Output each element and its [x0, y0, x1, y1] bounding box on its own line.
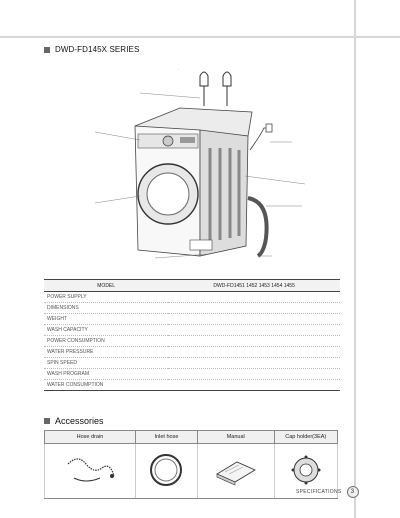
table-row: POWER CONSUMPTION — [44, 335, 340, 347]
spec-label: SPIN SPEED — [44, 357, 169, 369]
page-number: 3 — [346, 486, 359, 498]
footer-label: SPECIFICATIONS — [296, 489, 342, 495]
accessories-header-row: Hose drain Inlet hose Manual Cap holder(… — [44, 430, 338, 444]
spec-value — [168, 313, 340, 325]
machine-side — [199, 129, 249, 257]
accessory-header: Inlet hose — [134, 430, 199, 444]
accessory-cell — [44, 443, 136, 499]
program-dial-icon — [162, 135, 174, 147]
spec-label: WATER PRESSURE — [44, 346, 169, 358]
spec-label: WASH CAPACITY — [44, 324, 169, 336]
spec-label: DIMENSIONS — [44, 302, 169, 314]
series-title: DWD-FD145X SERIES — [44, 45, 139, 54]
accessory-header: Cap holder(3EA) — [273, 430, 338, 444]
power-cord — [249, 127, 270, 151]
drain-hose-icon — [247, 196, 269, 258]
bullet-square-icon — [44, 418, 50, 424]
table-row: DIMENSIONS — [44, 302, 340, 314]
page-edge-vertical-line — [354, 0, 356, 518]
spec-table-header-row: MODEL DWD-FD1451 1452 1453 1454 1455 — [44, 279, 340, 292]
series-title-text: DWD-FD145X SERIES — [55, 45, 140, 54]
spec-value — [168, 335, 340, 347]
accessory-cell — [134, 443, 199, 499]
spec-value — [168, 324, 340, 336]
table-row: WASH CAPACITY — [44, 324, 340, 336]
model-value-header: DWD-FD1451 1452 1453 1454 1455 — [168, 279, 340, 292]
model-header: MODEL — [44, 279, 169, 292]
page-corner — [356, 0, 400, 36]
callout-label: · — [178, 67, 179, 72]
door-glass — [146, 172, 190, 216]
table-row: WATER PRESSURE — [44, 346, 340, 358]
accessories-table: Hose drain Inlet hose Manual Cap holder(… — [44, 430, 338, 499]
table-row: WASH PROGRAM — [44, 368, 340, 380]
display-panel — [180, 137, 195, 143]
table-row: WATER CONSUMPTION — [44, 379, 340, 391]
table-row: POWER SUPPLY — [44, 291, 340, 303]
spec-label: WASH PROGRAM — [44, 368, 169, 380]
spec-value — [168, 291, 340, 303]
accessories-title-text: Accessories — [55, 416, 104, 426]
table-row: WEIGHT — [44, 313, 340, 325]
bullet-square-icon — [44, 46, 50, 53]
spec-value — [168, 346, 340, 358]
accessory-header: Manual — [197, 430, 275, 444]
accessories-image-row — [44, 443, 338, 499]
page-footer: SPECIFICATIONS 3 — [296, 486, 359, 498]
power-plug-icon — [265, 123, 273, 133]
page-edge-horizontal-line — [0, 36, 400, 38]
side-ribs — [208, 148, 241, 242]
accessory-cell — [273, 443, 338, 499]
spec-value — [168, 357, 340, 369]
washing-machine-diagram: · — [94, 67, 306, 259]
accessory-header: Hose drain — [44, 430, 136, 444]
inlet-hose-icon — [150, 454, 183, 486]
manual-icon — [215, 461, 256, 486]
inlet-tap-icon — [199, 71, 232, 106]
cap-holder-icon — [291, 455, 321, 485]
spec-value — [168, 302, 340, 314]
specifications-table: MODEL DWD-FD1451 1452 1453 1454 1455 POW… — [44, 279, 340, 391]
leader-lines — [94, 92, 306, 259]
table-row: SPIN SPEED — [44, 357, 340, 369]
spec-value — [168, 368, 340, 380]
spec-label: WATER CONSUMPTION — [44, 379, 169, 391]
hose-drain-icon — [67, 458, 115, 482]
spec-label: WEIGHT — [44, 313, 169, 325]
spec-label: POWER CONSUMPTION — [44, 335, 169, 347]
spec-value — [168, 379, 340, 391]
accessory-cell — [197, 443, 275, 499]
accessories-title: Accessories — [44, 416, 104, 426]
spec-label: POWER SUPPLY — [44, 291, 169, 303]
filter-cover — [189, 239, 213, 251]
